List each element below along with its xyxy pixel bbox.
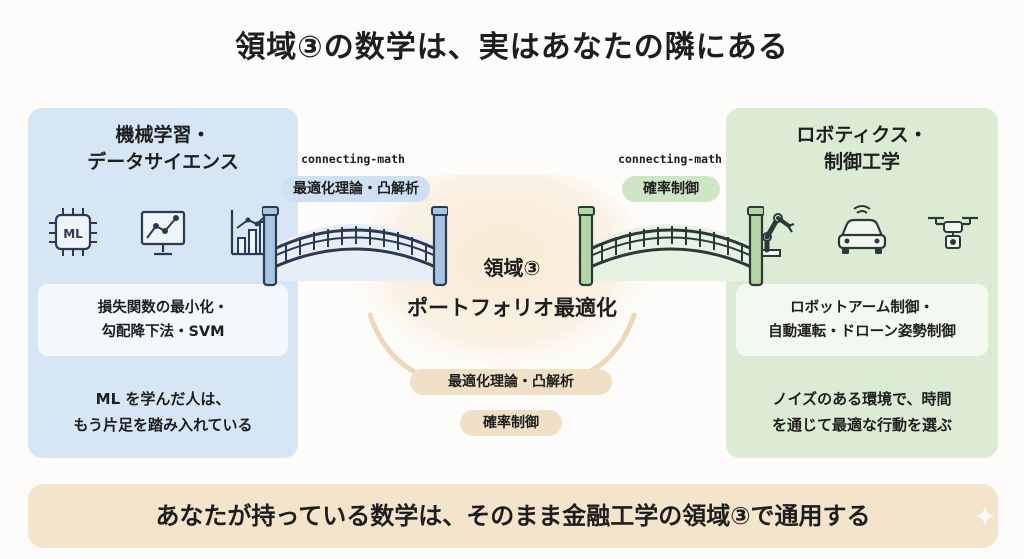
bottom-banner: あなたが持っている数学は、そのまま金融工学の領域③で通用する [28,484,998,548]
left-panel-heading: 機械学習・ データサイエンス [87,124,239,173]
page-title: 領域③の数学は、実はあなたの隣にある [235,30,789,65]
center-pill-stochastic-control: 確率制御 [460,410,562,436]
right-applications-box: ロボットアーム制御・ 自動運転・ドローン姿勢制御 [736,284,988,356]
right-panel-note: ノイズのある環境で、時間 を通じて最適な行動を選ぶ [771,390,952,434]
right-connecting-math-label: connecting-math [618,152,722,166]
robot-arm-icon [742,204,800,260]
center-region-label: 領域③ [483,256,541,280]
sparkle-icon [974,504,996,528]
left-panel-note: ML を学んだ人は、 もう片足を踏み入れている [73,390,253,434]
ml-chip-icon: ML [44,204,102,260]
right-panel-robotics-control: ロボティクス・ 制御工学 [726,108,998,458]
left-bridge-pill: 最適化理論・凸解析 [282,176,430,202]
left-techniques-box: 損失関数の最小化・ 勾配降下法・SVM [38,284,288,356]
self-driving-car-icon [833,204,891,260]
left-icon-row: ML [28,204,298,260]
center-pill-optimization: 最適化理論・凸解析 [410,369,612,395]
left-bridge-illustration [262,203,448,289]
drone-icon [924,204,982,260]
left-connecting-math-label: connecting-math [301,152,405,166]
right-bridge-pill: 確率制御 [622,176,720,202]
right-bridge-illustration [578,203,764,289]
svg-text:ML: ML [63,227,83,241]
analytics-board-icon [134,204,192,260]
center-portfolio-optimization: ポートフォリオ最適化 [407,296,617,320]
right-panel-heading: ロボティクス・ 制御工学 [796,124,928,173]
right-icon-row [726,204,998,260]
left-panel-ml-datascience: 機械学習・ データサイエンス ML [28,108,298,458]
